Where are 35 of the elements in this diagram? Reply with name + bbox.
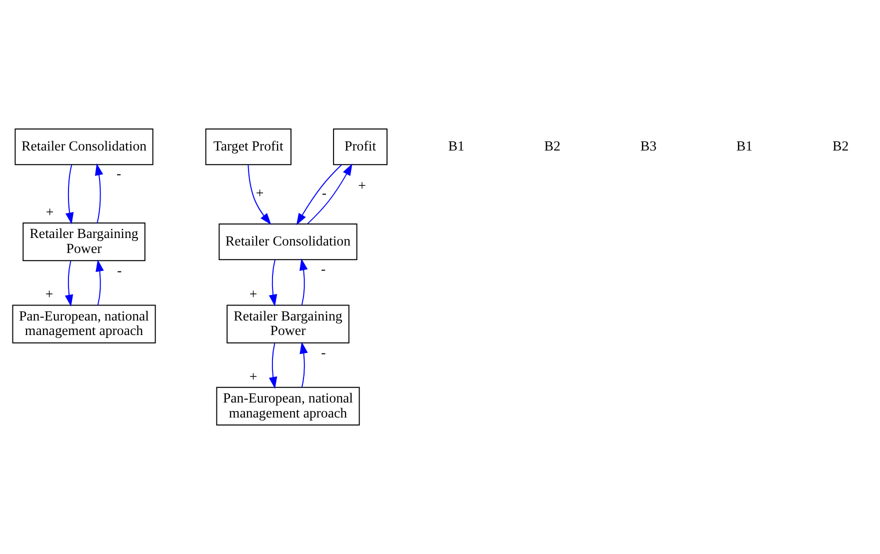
edge-label: + xyxy=(256,185,264,200)
label: B2 xyxy=(544,138,560,154)
edge-label: + xyxy=(249,368,258,384)
node-box: Target Profit xyxy=(205,128,292,166)
arrow xyxy=(64,260,74,307)
edge-label: - xyxy=(321,344,326,360)
arrow xyxy=(94,163,104,224)
edge-label: + xyxy=(45,286,54,302)
arrow xyxy=(248,164,272,225)
arrow xyxy=(96,260,104,306)
node-box: Retailer Bargaining Power xyxy=(226,304,350,344)
arrow xyxy=(268,342,278,389)
edge-label: + xyxy=(358,178,366,193)
node-box: Pan-European, national management aproach xyxy=(12,304,156,344)
edge-label: - xyxy=(322,185,326,200)
arrow xyxy=(300,342,308,388)
node-box: Retailer Consolidation xyxy=(218,224,358,260)
arrow xyxy=(296,164,342,226)
edge-label: - xyxy=(116,166,122,182)
label: B1 xyxy=(448,138,464,154)
arrow xyxy=(307,164,352,224)
node-box: Pan-European, national management aproach xyxy=(216,386,360,426)
arrow xyxy=(268,259,278,306)
arrow xyxy=(299,258,308,306)
edge-label: + xyxy=(46,204,54,220)
edge-label: - xyxy=(117,262,122,278)
edge-label: - xyxy=(321,261,326,276)
node-box: Retailer Bargaining Power xyxy=(22,222,146,262)
label: B3 xyxy=(640,138,657,154)
label: B2 xyxy=(832,138,849,154)
node-box: Retailer Consolidation xyxy=(14,128,154,166)
node-box: Profit xyxy=(333,128,388,166)
edge-label: + xyxy=(249,286,258,302)
arrow xyxy=(65,164,74,224)
label: B1 xyxy=(736,138,753,154)
